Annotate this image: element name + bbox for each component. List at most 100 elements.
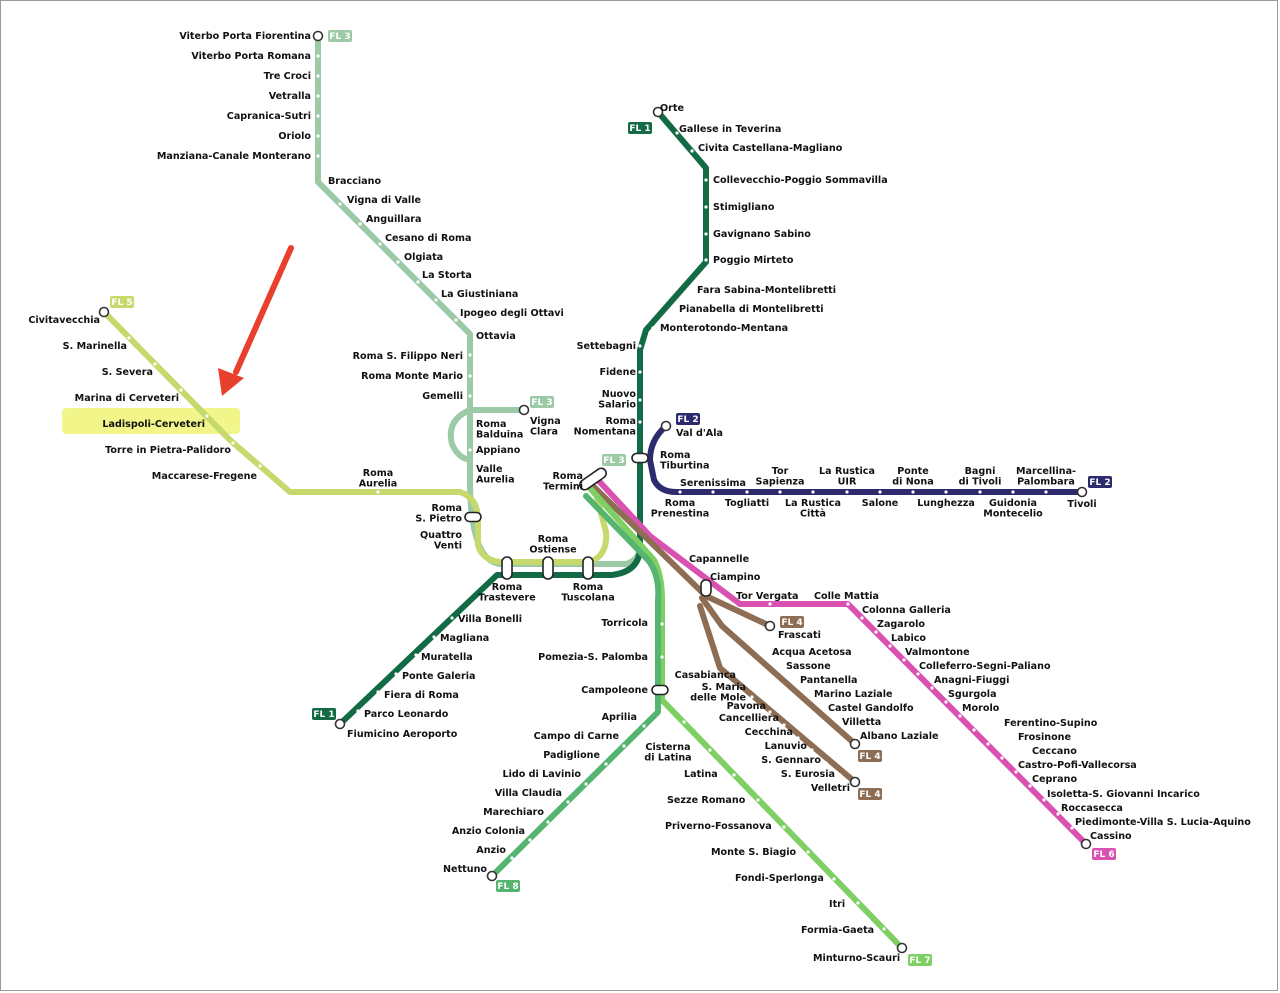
station-label: Labico	[891, 633, 926, 644]
line-fl5	[101, 309, 610, 565]
station-tick	[638, 398, 642, 402]
station-tick	[1044, 490, 1048, 494]
station-tick	[638, 344, 642, 348]
interchange	[582, 556, 594, 580]
svg-text:FL 3: FL 3	[603, 456, 624, 466]
station-tick	[806, 850, 810, 854]
station-label: La Storta	[422, 270, 472, 281]
station-label: Aprilia	[602, 712, 637, 723]
station-label: Fara Sabina-Montelibretti	[697, 285, 836, 296]
terminal-dot	[98, 306, 110, 318]
terminal-dot	[486, 870, 498, 882]
station-label: Frosinone	[1018, 732, 1072, 743]
svg-text:FL 1: FL 1	[629, 124, 650, 134]
station-ticks	[127, 54, 1074, 931]
station-tick	[776, 664, 780, 668]
station-label: Vetralla	[269, 91, 311, 102]
station-tick	[316, 154, 320, 158]
station-label: Oriolo	[278, 131, 311, 142]
terminal-dot	[518, 404, 530, 416]
station-tick	[358, 222, 362, 226]
station-tick	[838, 773, 842, 777]
station-label: Ceccano	[1032, 746, 1077, 757]
station-label: Pantanella	[800, 675, 858, 686]
interchange	[700, 579, 712, 597]
station-label: S. Gennaro	[761, 755, 821, 766]
station-label: S. Marinella	[63, 341, 127, 352]
station-label: Gemelli	[422, 391, 463, 402]
station-tick	[944, 490, 948, 494]
station-tick	[832, 716, 836, 720]
station-label: Itri	[829, 899, 845, 910]
station-tick	[316, 134, 320, 138]
station-label: Civitavecchia	[28, 315, 100, 326]
svg-text:FL 3: FL 3	[329, 32, 350, 42]
station-label: Roma S. Filippo Neri	[353, 351, 463, 362]
station-tick	[316, 94, 320, 98]
station-label: Castro-Pofi-Vallecorsa	[1018, 760, 1137, 771]
line-fl4c	[697, 603, 858, 785]
station-tick	[682, 720, 686, 724]
station-tick	[882, 927, 886, 931]
line-fl3-loop	[447, 407, 473, 463]
station-label: Stimigliano	[713, 202, 775, 213]
line-badge-fl4: FL 4	[858, 788, 882, 800]
station-label: Anzio Colonia	[452, 826, 525, 837]
station-tick	[205, 414, 209, 418]
station-label: Settebagni	[577, 341, 636, 352]
station-tick	[1056, 812, 1060, 816]
station-tick	[604, 762, 608, 766]
station-label: Morolo	[962, 703, 1000, 714]
station-label: Vigna di Valle	[347, 195, 422, 206]
station-label: Ferentino-Supino	[1004, 718, 1098, 729]
terminal-dot	[312, 30, 324, 42]
interchanges	[98, 30, 1092, 954]
station-label: Zagarolo	[877, 619, 925, 630]
station-tick	[878, 490, 882, 494]
svg-text:FL 3: FL 3	[531, 398, 552, 408]
station-label: Cassino	[1090, 831, 1132, 842]
station-tick	[750, 695, 754, 699]
station-label: Campo di Carne	[534, 731, 620, 742]
station-label: S. Eurosia	[781, 769, 835, 780]
interchange	[501, 556, 513, 580]
station-tick	[376, 690, 380, 694]
station-highlight	[62, 408, 240, 434]
station-label: Bracciano	[328, 176, 381, 187]
station-label: Villetta	[842, 717, 881, 728]
station-tick	[376, 490, 380, 494]
station-label: La Giustiniana	[441, 289, 518, 300]
station-tick	[916, 672, 920, 676]
station-label: Roccasecca	[1061, 803, 1123, 814]
station-tick	[846, 729, 850, 733]
station-label: Tivoli	[1067, 499, 1096, 510]
terminal-dot	[334, 718, 346, 730]
station-tick	[622, 744, 626, 748]
station-label: Fiera di Roma	[384, 690, 459, 701]
station-tick	[510, 856, 514, 860]
station-label: Poggio Mirteto	[713, 255, 794, 266]
station-tick	[394, 672, 398, 676]
interchange	[651, 684, 669, 696]
station-tick	[745, 490, 749, 494]
station-tick	[832, 877, 836, 881]
station-tick	[660, 655, 664, 659]
station-label: Acqua Acetosa	[772, 647, 852, 658]
station-label: Orte	[660, 103, 684, 114]
station-tick	[316, 74, 320, 78]
svg-text:FL 8: FL 8	[497, 882, 518, 892]
station-label: Magliana	[440, 633, 489, 644]
station-tick	[127, 336, 131, 340]
line-badge-fl3: FL 3	[328, 30, 352, 42]
station-label: Maccarese-Fregene	[152, 471, 258, 482]
station-label: Serenissima	[680, 478, 746, 489]
station-tick	[1070, 826, 1074, 830]
station-tick	[316, 54, 320, 58]
station-tick	[972, 728, 976, 732]
